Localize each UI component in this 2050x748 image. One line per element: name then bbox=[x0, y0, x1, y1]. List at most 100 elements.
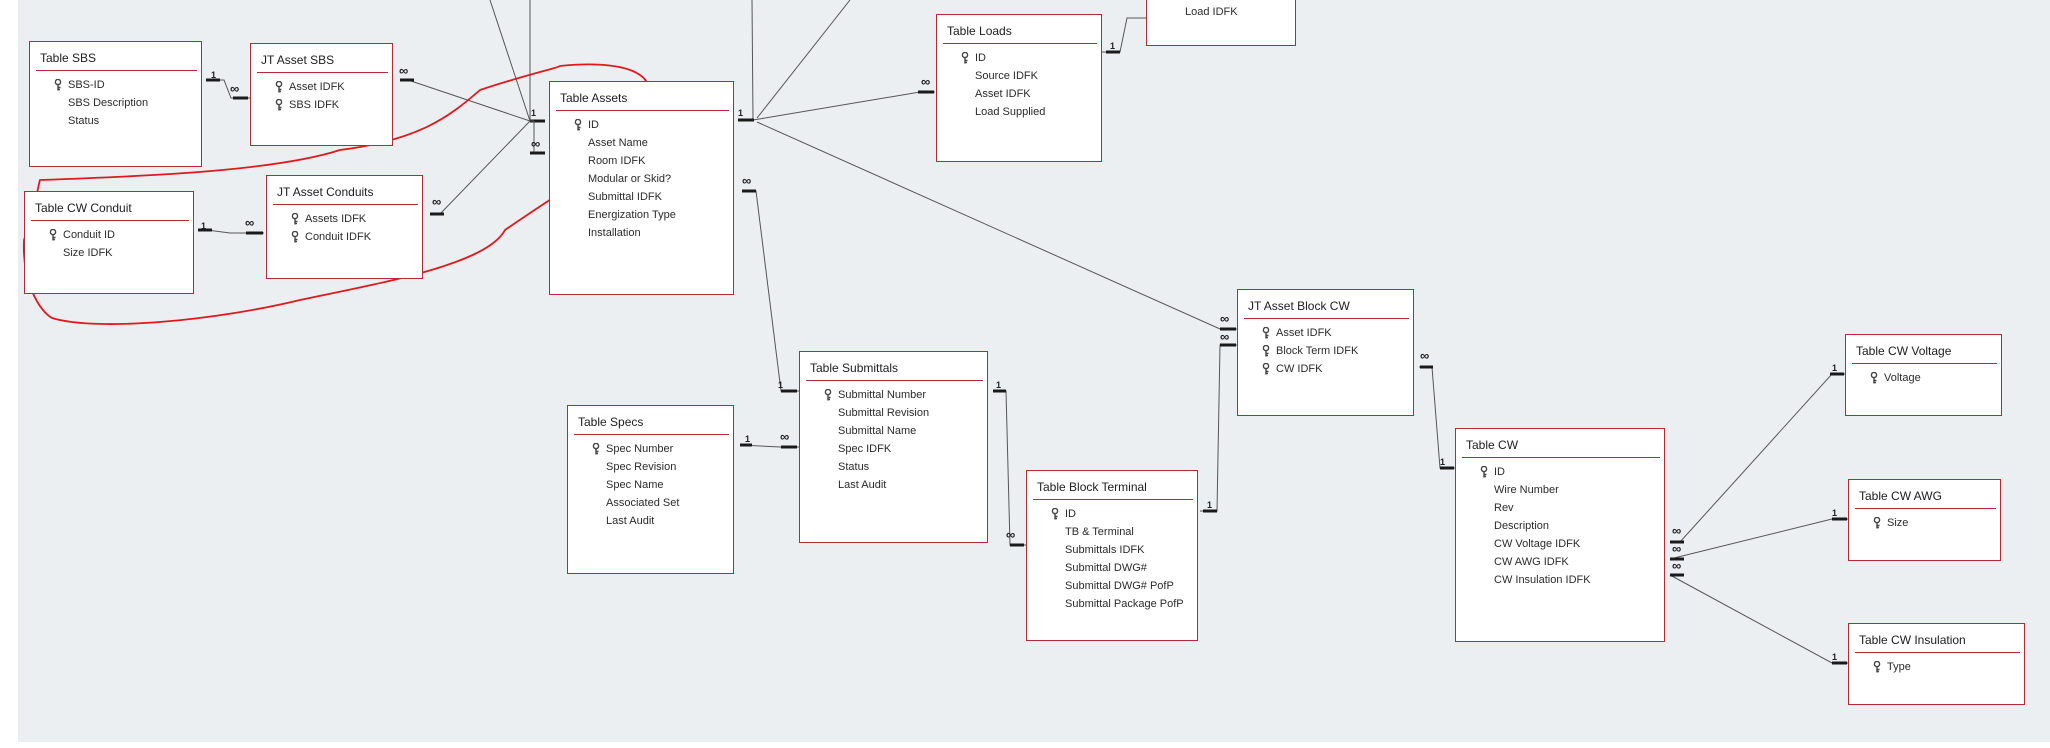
field-row[interactable]: Room IDFK bbox=[550, 152, 733, 170]
table-cw-awg[interactable]: Table CW AWG Size bbox=[1848, 479, 2001, 561]
field-row[interactable]: Load Supplied bbox=[937, 103, 1101, 121]
field-row[interactable]: Wire Number bbox=[1456, 481, 1664, 499]
table-title[interactable]: Table Specs bbox=[578, 415, 644, 429]
relationship-line[interactable] bbox=[1102, 17, 1146, 53]
field-row[interactable]: Associated Set bbox=[568, 494, 733, 512]
table-title[interactable]: Table CW Insulation bbox=[1859, 633, 1966, 647]
table-title[interactable]: Table CW bbox=[1466, 438, 1519, 452]
field-row[interactable]: Last Audit bbox=[800, 476, 987, 494]
field-row[interactable]: Submittal Number bbox=[800, 386, 987, 404]
table-title[interactable]: Table Submittals bbox=[810, 361, 899, 375]
field-row[interactable]: TB & Terminal bbox=[1027, 523, 1197, 541]
primary-key-icon bbox=[1262, 326, 1270, 339]
table-title[interactable]: JT Asset Block CW bbox=[1248, 299, 1350, 313]
field-row[interactable]: ID bbox=[550, 116, 733, 134]
table-title[interactable]: JT Asset Conduits bbox=[277, 185, 374, 199]
field-row[interactable]: SBS Description bbox=[30, 94, 201, 112]
relationship-line[interactable] bbox=[1419, 366, 1455, 469]
field-row[interactable]: Spec Name bbox=[568, 476, 733, 494]
field-row[interactable]: Source IDFK bbox=[937, 67, 1101, 85]
field-row[interactable]: ID bbox=[937, 49, 1101, 67]
field-name: Wire Number bbox=[1494, 484, 1559, 496]
relationship-line[interactable] bbox=[1200, 344, 1237, 512]
field-row[interactable]: ID bbox=[1027, 505, 1197, 523]
field-row[interactable]: CW Voltage IDFK bbox=[1456, 535, 1664, 553]
field-row[interactable]: Status bbox=[30, 112, 201, 130]
field-row[interactable]: Installation bbox=[550, 224, 733, 242]
relationship-line[interactable] bbox=[489, 0, 531, 122]
primary-key-icon bbox=[1870, 371, 1878, 384]
relationship-line[interactable] bbox=[742, 190, 799, 392]
field-row[interactable]: Asset IDFK bbox=[937, 85, 1101, 103]
relationship-line[interactable] bbox=[439, 120, 531, 215]
table-loadidfk-tbl[interactable]: Load IDFK bbox=[1146, 0, 1296, 46]
field-row[interactable]: Block Term IDFK bbox=[1238, 342, 1413, 360]
table-title[interactable]: Table CW Conduit bbox=[35, 201, 132, 215]
field-row[interactable]: Energization Type bbox=[550, 206, 733, 224]
field-row[interactable]: Load IDFK bbox=[1147, 3, 1295, 21]
relationship-line[interactable] bbox=[756, 0, 851, 119]
field-row[interactable]: Submittal DWG# bbox=[1027, 559, 1197, 577]
relationship-line[interactable] bbox=[1669, 574, 1848, 664]
table-title[interactable]: Table Loads bbox=[947, 24, 1012, 38]
field-row[interactable]: Voltage bbox=[1846, 369, 2001, 387]
relationship-line[interactable] bbox=[751, 0, 754, 121]
table-title[interactable]: Table CW AWG bbox=[1859, 489, 1942, 503]
table-title[interactable]: Table SBS bbox=[40, 51, 97, 65]
field-row[interactable]: Submittals IDFK bbox=[1027, 541, 1197, 559]
field-row[interactable]: Conduit ID bbox=[25, 226, 193, 244]
relationship-line[interactable] bbox=[1670, 373, 1845, 543]
table-title[interactable]: JT Asset SBS bbox=[261, 53, 335, 67]
field-row[interactable]: Description bbox=[1456, 517, 1664, 535]
field-row[interactable]: Modular or Skid? bbox=[550, 170, 733, 188]
field-row[interactable]: Size IDFK bbox=[25, 244, 193, 262]
table-title[interactable]: Table Assets bbox=[560, 91, 628, 105]
table-title[interactable]: Table CW Voltage bbox=[1856, 344, 1952, 358]
field-row[interactable]: ID bbox=[1456, 463, 1664, 481]
field-row[interactable]: Submittal Name bbox=[800, 422, 987, 440]
field-row[interactable]: Spec IDFK bbox=[800, 440, 987, 458]
relationship-line[interactable] bbox=[993, 390, 1026, 546]
field-row[interactable]: SBS IDFK bbox=[251, 96, 392, 114]
field-name: Status bbox=[68, 115, 100, 127]
field-name: Spec Revision bbox=[606, 461, 677, 473]
field-row[interactable]: Size bbox=[1849, 514, 2000, 532]
field-row[interactable]: Rev bbox=[1456, 499, 1664, 517]
field-row[interactable]: Asset IDFK bbox=[251, 78, 392, 96]
field-row[interactable]: SBS-ID bbox=[30, 76, 201, 94]
field-row[interactable]: CW IDFK bbox=[1238, 360, 1413, 378]
field-row[interactable]: Asset IDFK bbox=[1238, 324, 1413, 342]
field-row[interactable]: Conduit IDFK bbox=[267, 228, 422, 246]
field-row[interactable]: Submittal Revision bbox=[800, 404, 987, 422]
field-row[interactable]: Spec Revision bbox=[568, 458, 733, 476]
field-row[interactable]: Assets IDFK bbox=[267, 210, 422, 228]
field-row[interactable]: Submittal IDFK bbox=[550, 188, 733, 206]
table-title[interactable]: Table Block Terminal bbox=[1037, 480, 1147, 494]
relationship-line[interactable] bbox=[407, 79, 531, 122]
field-row[interactable]: Submittal DWG# PofP bbox=[1027, 577, 1197, 595]
field-row[interactable]: Last Audit bbox=[568, 512, 733, 530]
field-row[interactable]: Type bbox=[1849, 658, 2024, 676]
relationship-line[interactable] bbox=[1669, 518, 1848, 560]
field-row[interactable]: CW Insulation IDFK bbox=[1456, 571, 1664, 589]
field-row[interactable]: Submittal Package PofP bbox=[1027, 595, 1197, 613]
relationship-line[interactable] bbox=[752, 91, 935, 121]
field-row[interactable]: CW AWG IDFK bbox=[1456, 553, 1664, 571]
field-row[interactable]: Spec Number bbox=[568, 440, 733, 458]
field-row[interactable]: Asset Name bbox=[550, 134, 733, 152]
field-row[interactable]: Status bbox=[800, 458, 987, 476]
title-divider bbox=[1852, 363, 1997, 364]
